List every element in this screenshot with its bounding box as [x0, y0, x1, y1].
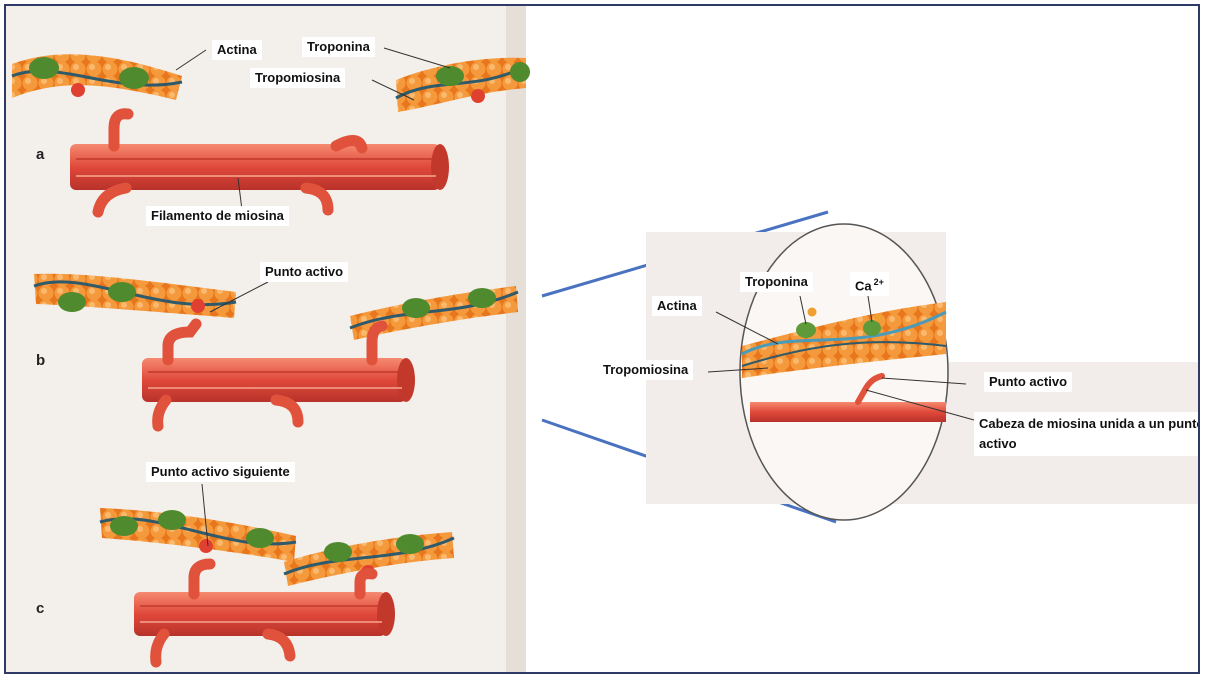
label-filamento-miosina: Filamento de miosina [146, 206, 289, 226]
label-punto-activo-zoom: Punto activo [984, 372, 1072, 392]
book-page-edge [506, 6, 526, 674]
step-label-c: c [36, 600, 44, 617]
zoom-panel [646, 224, 1200, 520]
label-actina-a: Actina [212, 40, 262, 60]
label-tropomiosina-a: Tropomiosina [250, 68, 345, 88]
calcium-charge: 2+ [874, 277, 884, 287]
calcium-ion [808, 308, 817, 317]
calcium-ion-2 [874, 314, 882, 322]
label-troponina-a: Troponina [302, 37, 375, 57]
label-cabeza-miosina: Cabeza de miosina unida a un punto activ… [974, 412, 1200, 456]
figure-frame: Actina Troponina Tropomiosina a Filament… [4, 4, 1200, 674]
label-tropomiosina-zoom: Tropomiosina [598, 360, 693, 380]
muscle-contraction-diagram [6, 6, 1200, 674]
label-punto-activo-b: Punto activo [260, 262, 348, 282]
step-label-b: b [36, 352, 45, 369]
label-troponina-zoom: Troponina [740, 272, 813, 292]
step-label-a: a [36, 146, 44, 163]
calcium-symbol: Ca [855, 278, 872, 293]
label-actina-zoom: Actina [652, 296, 702, 316]
book-page-background [6, 6, 526, 674]
label-punto-activo-siguiente: Punto activo siguiente [146, 462, 295, 482]
